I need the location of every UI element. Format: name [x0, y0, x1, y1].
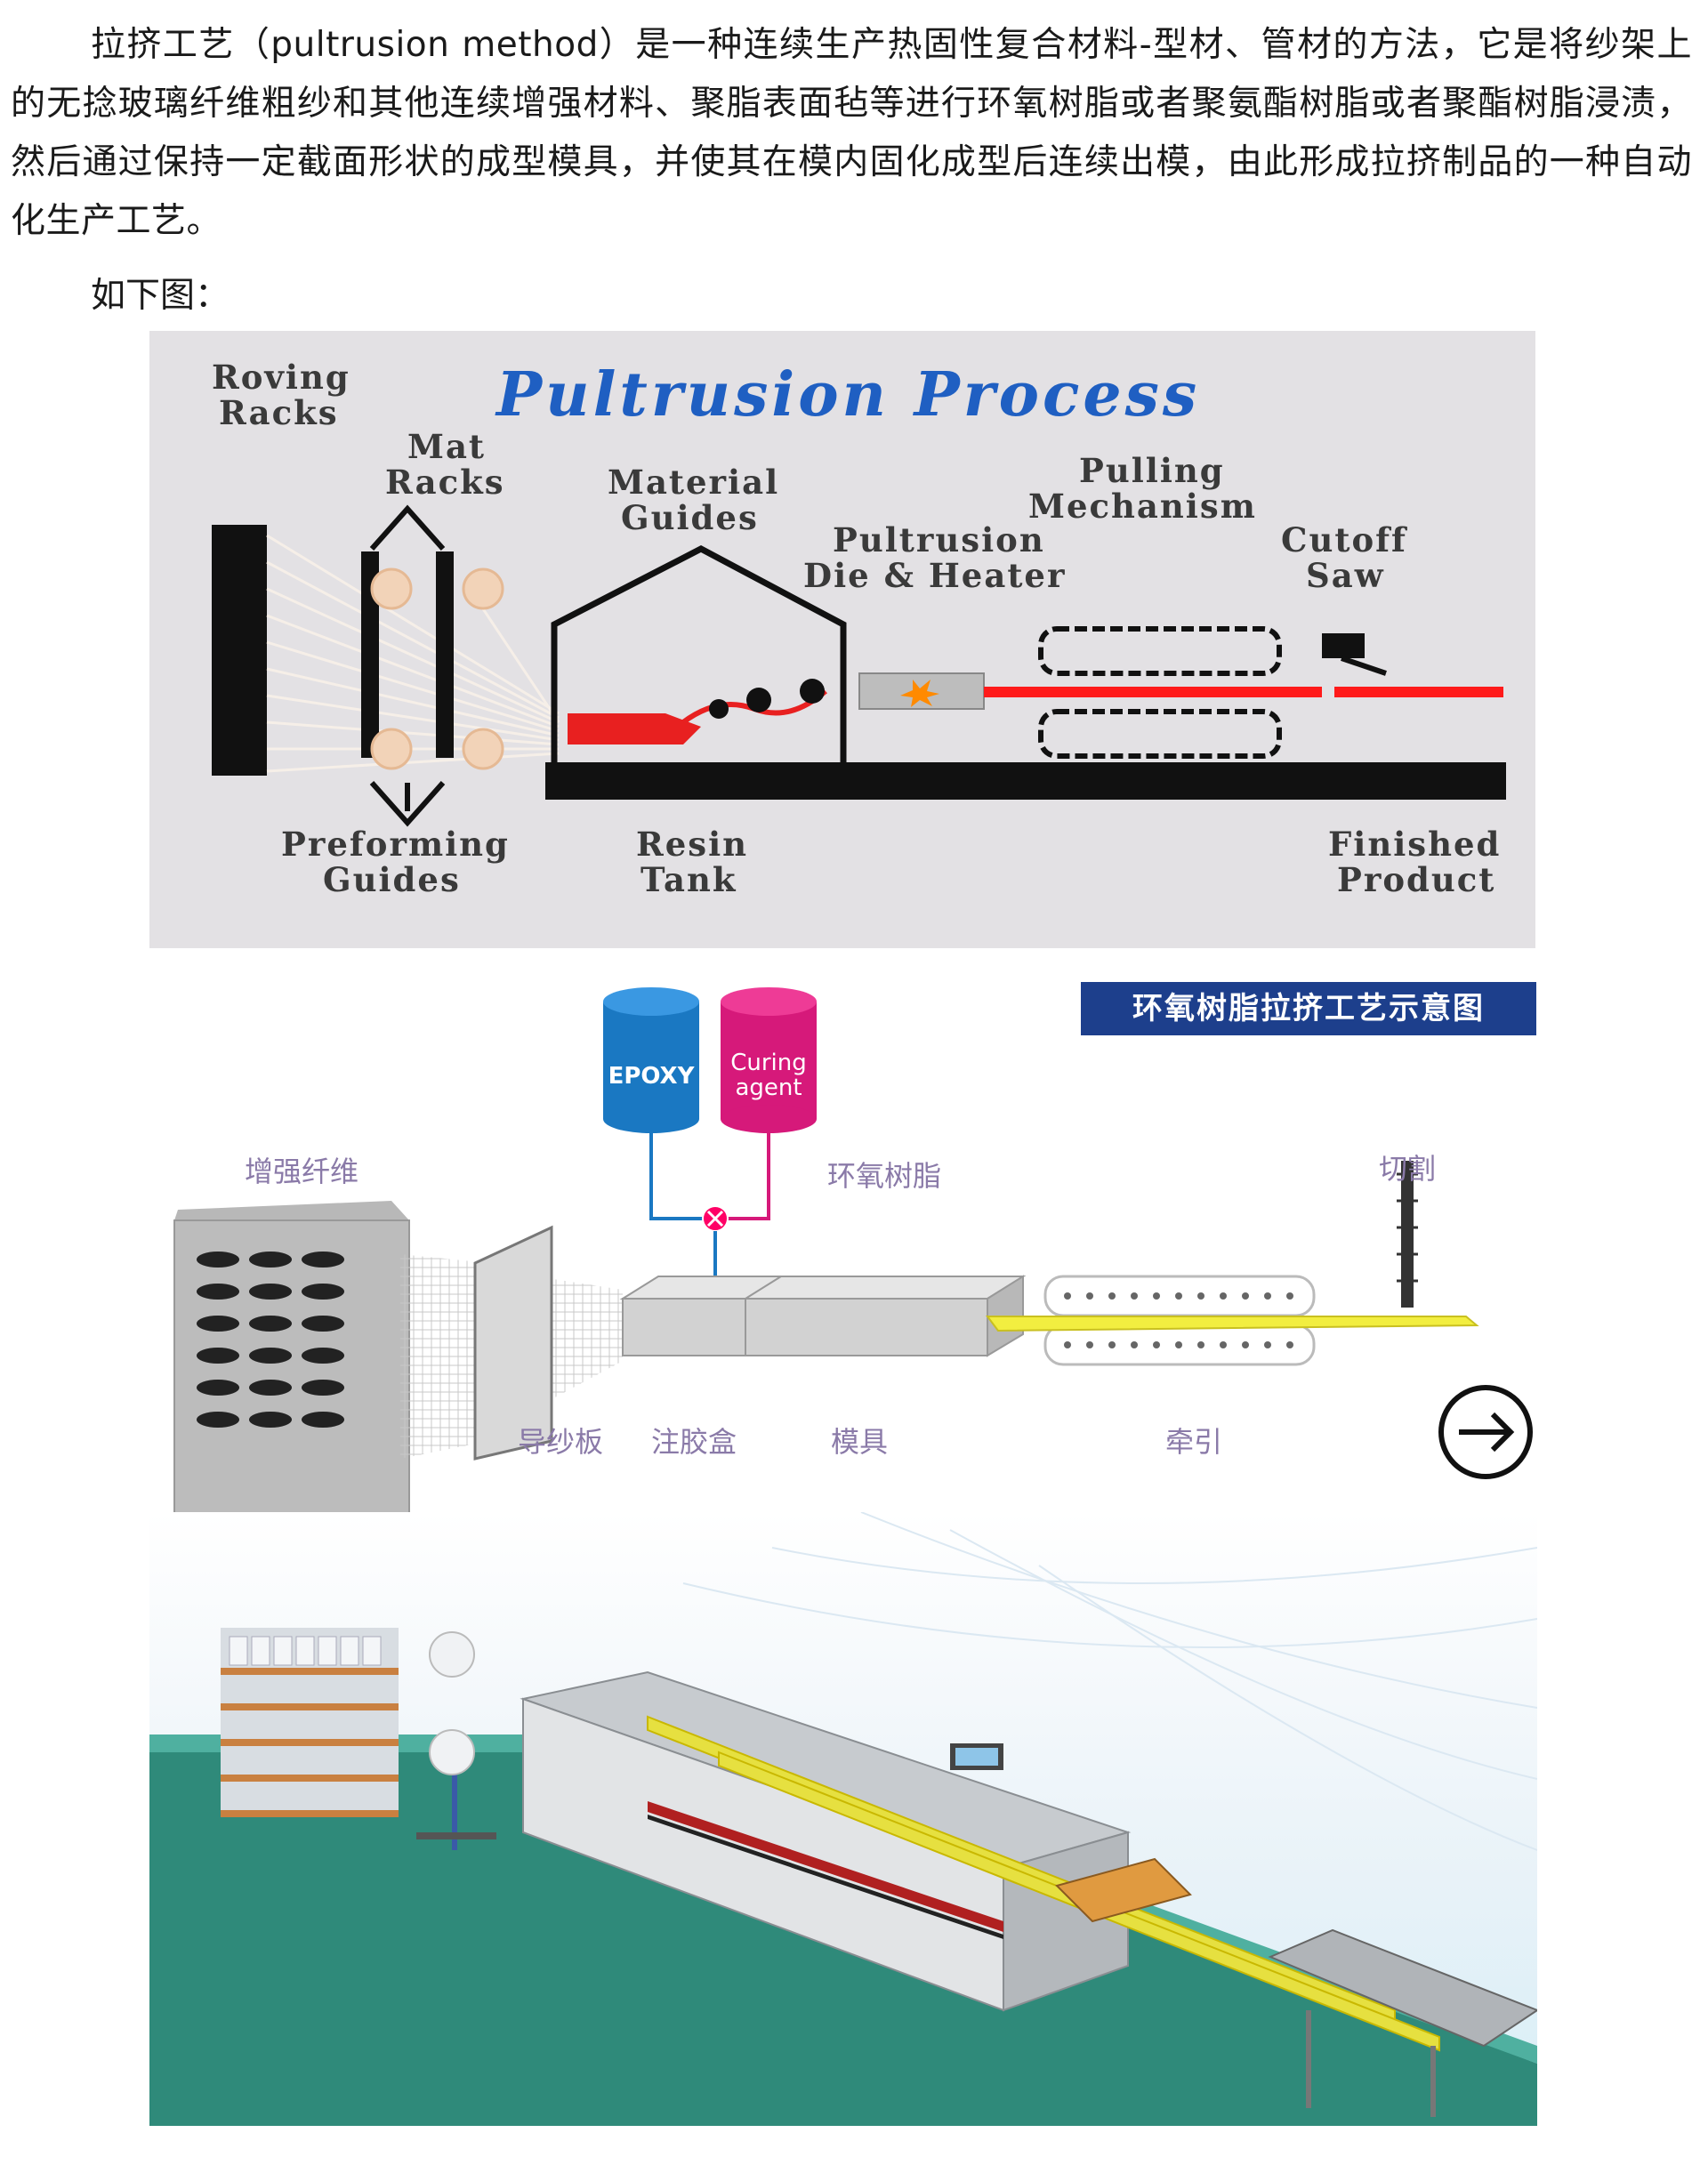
label-pultrusion: Pultrusion	[833, 520, 1045, 559]
label-mat: Mat	[407, 427, 486, 466]
label-traction: 牵引	[1165, 1425, 1222, 1459]
fiber-web	[400, 1254, 489, 1459]
cutoff-saw	[1322, 633, 1365, 658]
curing-tank-label-2: agent	[735, 1074, 802, 1101]
label-glue-box: 注胶盒	[651, 1425, 737, 1459]
figure-caption: 如下图：	[91, 276, 230, 316]
resin-bath	[568, 713, 701, 744]
heater-spark-icon	[900, 680, 939, 707]
label-mat-racks: Racks	[385, 463, 505, 502]
label-racks: Racks	[219, 393, 339, 432]
label-mechanism: Mechanism	[1028, 487, 1257, 526]
cutting-blade	[1401, 1161, 1414, 1308]
epoxy-pultrusion-schematic: EPOXY Curing agent	[0, 961, 1708, 1530]
guide-plate	[473, 1225, 553, 1461]
label-resin: Resin	[636, 825, 748, 864]
glue-box-and-mold	[619, 1275, 1027, 1357]
label-product: Product	[1337, 860, 1495, 899]
output-conveyor	[1268, 1928, 1537, 2117]
label-roving: Roving	[212, 358, 350, 397]
label-tank: Tank	[640, 860, 737, 899]
pultrusion-process-diagram: Pultrusion Process	[149, 331, 1535, 948]
puller-unit	[1055, 1857, 1192, 1923]
epoxy-tank: EPOXY	[603, 987, 699, 1133]
label-pulling: Pulling	[1079, 451, 1225, 490]
label-material-guides: Guides	[621, 498, 759, 537]
product-strip	[984, 687, 1322, 697]
diagram-title: Pultrusion Process	[495, 359, 1200, 431]
roving-pallet-stack	[221, 1628, 399, 1817]
mat-rack-right	[436, 551, 454, 758]
roving-rack	[212, 525, 267, 776]
curing-tank-label-1: Curing	[730, 1050, 807, 1076]
material-guide-rollers	[709, 679, 825, 719]
label-resin-cn: 环氧树脂	[827, 1159, 941, 1193]
mat-rolls	[370, 567, 504, 770]
label-mold: 模具	[831, 1425, 888, 1459]
label-cutoff: Cutoff	[1281, 520, 1407, 559]
label-saw: Saw	[1306, 556, 1385, 595]
intro-paragraph: 拉挤工艺（pultrusion method）是一种连续生产热固性复合材料-型材…	[11, 25, 1692, 241]
up-arrow-icon	[369, 504, 446, 551]
label-preforming: Preforming	[281, 825, 510, 864]
resin-tank-housing	[551, 545, 847, 762]
label-guide-plate: 导纱板	[518, 1425, 603, 1459]
epoxy-tank-label: EPOXY	[608, 1063, 696, 1090]
schematic-title-badge: 环氧树脂拉挤工艺示意图	[1081, 982, 1536, 1035]
fiber-strands	[266, 534, 560, 773]
pultrusion-machine-3d-illustration	[149, 1512, 1537, 2126]
label-cut: 切割	[1379, 1152, 1436, 1186]
label-preforming-guides: Guides	[323, 860, 461, 899]
label-fiber: 增强纤维	[245, 1155, 359, 1188]
curing-agent-tank: Curing agent	[721, 987, 817, 1133]
fiber-creel	[173, 1201, 410, 1517]
puller-belt-top	[1038, 626, 1282, 676]
down-arrow-icon	[369, 781, 446, 827]
label-die-heater: Die & Heater	[803, 556, 1066, 595]
puller-belt-bottom	[1038, 709, 1282, 759]
product-bar	[986, 1316, 1479, 1332]
pultrusion-machine	[520, 1670, 1132, 2012]
mat-rack-left	[361, 551, 379, 758]
label-material: Material	[608, 463, 779, 502]
finished-product-strip	[1334, 687, 1503, 697]
machine-base	[545, 762, 1506, 800]
label-finished: Finished	[1328, 825, 1501, 864]
